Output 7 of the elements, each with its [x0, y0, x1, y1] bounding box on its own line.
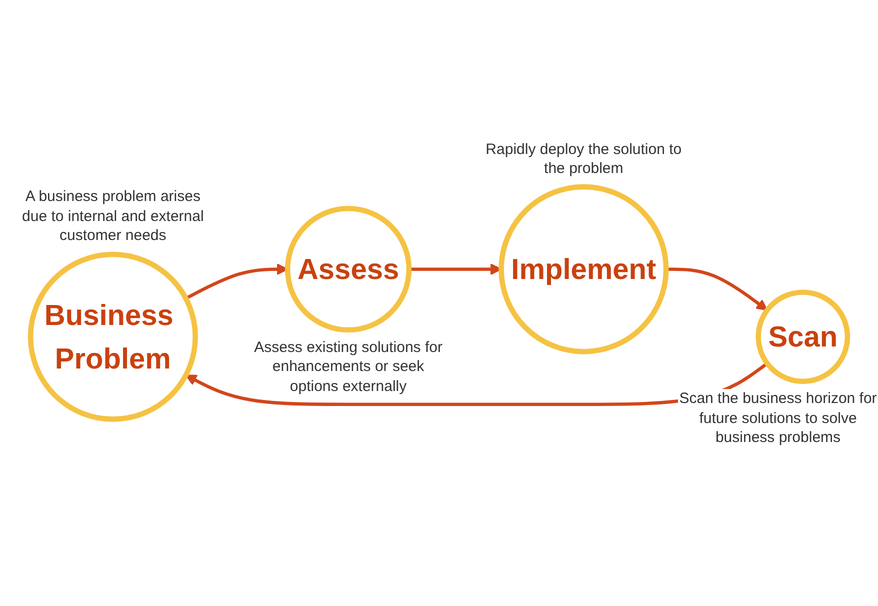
arrow	[185, 362, 768, 406]
node-caption: Scan the business horizon for future solutions to solve business problems	[678, 389, 878, 448]
arrow	[666, 268, 768, 311]
node-circle: Assess	[284, 206, 412, 333]
node-circle: Scan	[756, 290, 850, 384]
node-circle: Business Problem	[28, 252, 198, 422]
node-circle: Implement	[498, 184, 669, 354]
